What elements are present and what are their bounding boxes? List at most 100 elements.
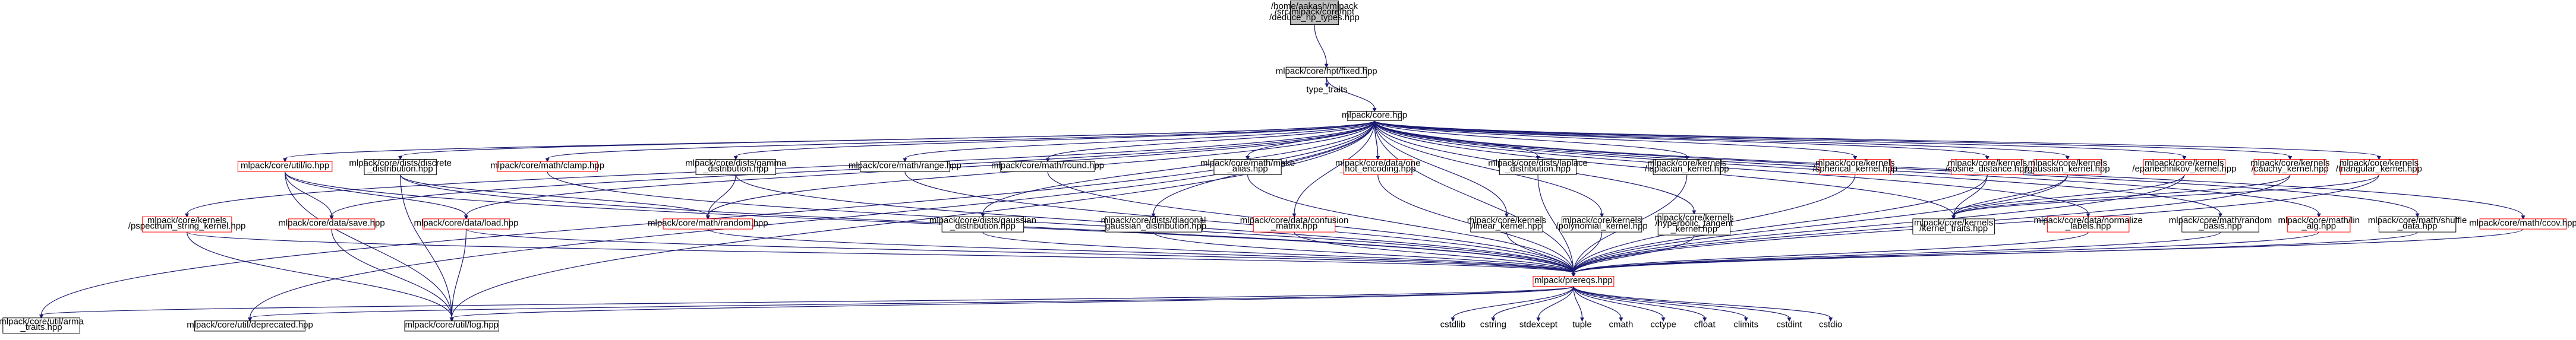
edge-line: [982, 231, 1574, 274]
node-label: /laplacian_kernel.hpp: [1645, 164, 1729, 174]
node-box: [1000, 161, 1095, 172]
node-laplacian[interactable]: mlpack/core/kernels/laplacian_kernel.hpp: [1645, 158, 1729, 175]
node-label: mlpack/core/math/round.hpp: [991, 161, 1104, 171]
node-box: [695, 159, 776, 175]
edge-arrowhead: [2182, 155, 2187, 160]
node-laplace[interactable]: mlpack/core/dists/laplace_distribution.h…: [1488, 158, 1588, 175]
node-polynomial[interactable]: mlpack/core/kernels/polynomial_kernel.hp…: [1556, 215, 1648, 233]
edge-prereqs-to-cstdint: [1573, 286, 1792, 322]
edge-arrowhead: [1151, 213, 1156, 218]
node-box: [1657, 213, 1731, 236]
node-arma-traits[interactable]: mlpack/core/util/arma_traits.hpp: [0, 317, 84, 334]
edge-arrowhead: [1246, 155, 1250, 160]
edge-core-to-confusion: [1292, 120, 1375, 218]
node-prereqs[interactable]: mlpack/prereqs.hpp: [1533, 275, 1615, 287]
node-box: [2287, 216, 2351, 233]
node-label: cfloat: [1694, 319, 1716, 329]
edge-core-to-ccov: [1374, 120, 2525, 220]
node-random[interactable]: mlpack/core/math/random.hpp: [648, 218, 768, 230]
edge-line: [735, 120, 1375, 157]
node-label: mlpack/core/data/one: [1335, 158, 1420, 169]
node-spherical[interactable]: mlpack/core/kernels/spherical_kernel.hpp: [1813, 158, 1898, 175]
edge-line: [187, 231, 1574, 274]
node-label: /deduce_hp_types.hpp: [1269, 12, 1360, 23]
edge-line: [1294, 231, 1574, 274]
node-load[interactable]: mlpack/core/data/load.hpp: [414, 218, 519, 230]
node-log[interactable]: mlpack/core/util/log.hpp: [404, 320, 500, 332]
edge-line: [707, 174, 736, 216]
node-linear[interactable]: mlpack/core/kernels/linear_kernel.hpp: [1467, 215, 1546, 233]
edge-arrowhead: [1985, 155, 1989, 160]
node-label: mlpack/core/kernels: [2339, 158, 2419, 169]
node-label: type_traits: [1306, 84, 1347, 94]
node-triangular[interactable]: mlpack/core/kernels/triangular_kernel.hp…: [2336, 158, 2422, 175]
node-range[interactable]: mlpack/core/math/range.hpp: [849, 161, 961, 172]
node-core[interactable]: mlpack/core.hpp: [1342, 110, 1407, 121]
node-one-hot[interactable]: mlpack/core/data/one_hot_encoding.hpp: [1335, 158, 1420, 175]
node-pspectrum[interactable]: mlpack/core/kernels/pspectrum_string_ker…: [128, 215, 246, 233]
node-label: mlpack/core/kernels: [2250, 158, 2329, 169]
node-diag-gauss[interactable]: mlpack/core/dists/diagonal_gaussian_dist…: [1100, 215, 1206, 233]
node-kernel-traits[interactable]: mlpack/core/kernels/kernel_traits.hpp: [1912, 218, 1995, 235]
edge-arrowhead: [39, 314, 44, 319]
node-box: [663, 218, 753, 230]
edge-arrowhead: [705, 215, 710, 220]
edge-line: [547, 120, 1375, 159]
edge-line: [1573, 174, 2185, 274]
node-gamma[interactable]: mlpack/core/dists/gamma_distribution.hpp: [685, 158, 787, 175]
node-label: mlpack/core/dists/laplace: [1488, 158, 1588, 169]
edge-line: [547, 171, 1574, 274]
node-box: [2047, 216, 2130, 233]
node-fixed[interactable]: mlpack/core/hpt/fixed.hpp: [1276, 66, 1377, 78]
edge-line: [331, 229, 452, 318]
node-hyperbolic[interactable]: mlpack/core/kernels/hyperbolic_tangent_k…: [1654, 212, 1734, 236]
edge-prereqs-to-tuple: [1573, 286, 1584, 322]
edge-arrowhead: [1600, 213, 1604, 218]
edge-arrowhead: [1505, 213, 1509, 218]
node-deprecated[interactable]: mlpack/core/util/deprecated.hpp: [187, 320, 313, 332]
edge-core-to-range: [903, 120, 1375, 163]
edge-load-to-log: [449, 229, 467, 322]
node-gaussian-d[interactable]: mlpack/core/dists/gaussian_distribution.…: [929, 215, 1036, 233]
node-clamp[interactable]: mlpack/core/math/clamp.hpp: [490, 161, 604, 172]
node-epanechnikov[interactable]: mlpack/core/kernels/epanechnikov_kernel.…: [2132, 158, 2236, 175]
node-normalize[interactable]: mlpack/core/data/normalize_labels.hpp: [2033, 215, 2143, 233]
node-label: _traits.hpp: [20, 322, 62, 332]
edge-triangular-to-kernel-traits: [1951, 174, 2379, 220]
node-root[interactable]: /home/aakash/mlpack/src/mlpack/core/hpt/…: [1269, 0, 1360, 26]
edge-line: [40, 286, 1574, 316]
node-discrete[interactable]: mlpack/core/dists/discrete_distribution.…: [349, 158, 452, 175]
node-box: [141, 216, 232, 233]
node-make-alias[interactable]: mlpack/core/math/make_alias.hpp: [1200, 158, 1295, 175]
node-box: [1213, 159, 1282, 175]
edge-line: [1374, 120, 2068, 157]
node-box: [1912, 218, 1995, 235]
edge-line: [331, 120, 1375, 216]
node-shuffle[interactable]: mlpack/core/math/shuffle_data.hpp: [2368, 215, 2467, 233]
node-label: /src/mlpack/core/hpt: [1275, 7, 1355, 17]
node-label: _alg.hpp: [2301, 221, 2337, 231]
edge-core-to-gaussian-d: [980, 120, 1375, 218]
edge-arrowhead: [1619, 317, 1623, 322]
node-lin-alg[interactable]: mlpack/core/math/lin_alg.hpp: [2278, 215, 2360, 233]
node-save[interactable]: mlpack/core/data/save.hpp: [278, 218, 385, 230]
node-random-basis[interactable]: mlpack/core/math/random_basis.hpp: [2169, 215, 2272, 233]
edge-arrowhead: [1853, 155, 1858, 160]
node-gaussian-k[interactable]: mlpack/core/kernels/gaussian_kernel.hpp: [2025, 158, 2110, 175]
edge-prereqs-to-cstdio: [1573, 286, 1833, 322]
node-label: /epanechnikov_kernel.hpp: [2132, 164, 2236, 174]
node-round[interactable]: mlpack/core/math/round.hpp: [991, 161, 1104, 172]
node-ccov[interactable]: mlpack/core/math/ccov.hpp: [2469, 218, 2576, 230]
node-box: [194, 320, 306, 332]
node-cauchy[interactable]: mlpack/core/kernels/cauchy_kernel.hpp: [2250, 158, 2329, 175]
node-label: mlpack/core/data/save.hpp: [278, 218, 384, 228]
edge-arrowhead: [2521, 215, 2525, 220]
edge-arrowhead: [2415, 213, 2420, 218]
node-cosine[interactable]: mlpack/core/kernels/cosine_distance.hpp: [1946, 158, 2029, 175]
edge-line: [1374, 120, 2221, 214]
edge-line: [904, 171, 1574, 274]
node-confusion[interactable]: mlpack/core/data/confusion_matrix.hpp: [1240, 215, 1349, 233]
node-cmath: cmath: [1609, 319, 1634, 329]
node-util-io[interactable]: mlpack/core/util/io.hpp: [237, 161, 333, 172]
